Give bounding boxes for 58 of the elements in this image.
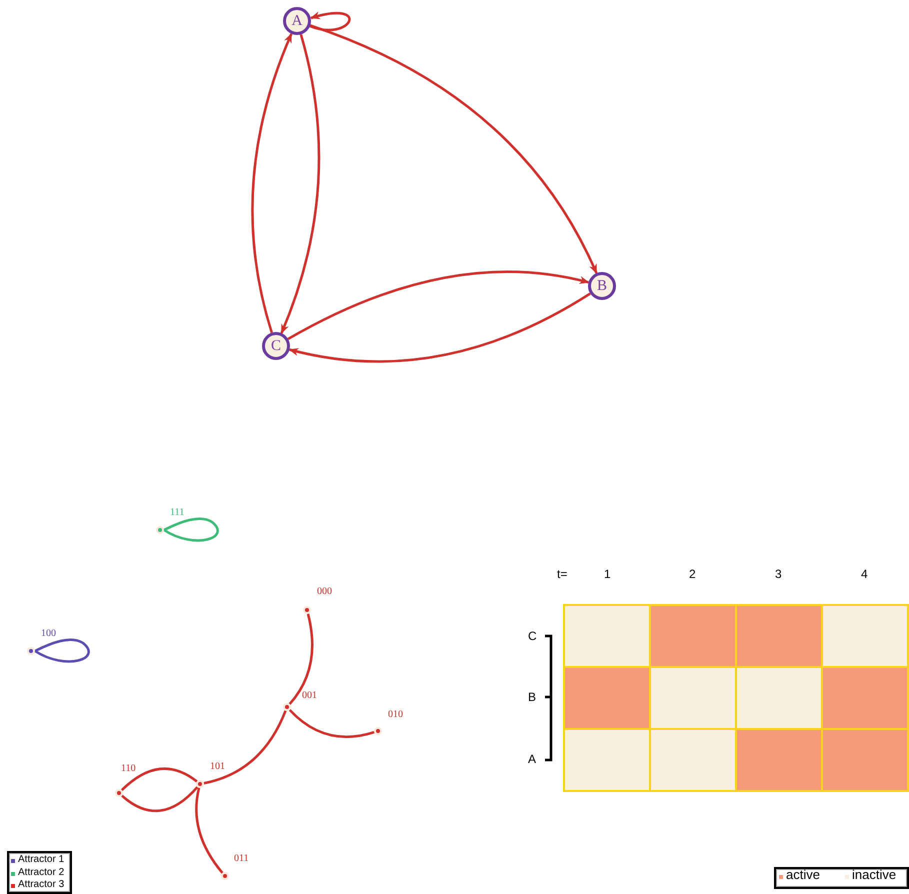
table-cell bbox=[821, 728, 909, 792]
table-cell bbox=[649, 728, 737, 792]
state-label: 001 bbox=[302, 690, 317, 701]
table-cell bbox=[563, 604, 651, 668]
arrow bbox=[288, 270, 590, 340]
connector-line bbox=[195, 788, 224, 874]
state-label: 000 bbox=[317, 586, 332, 597]
node-circle: A bbox=[283, 7, 311, 35]
table-cell bbox=[563, 728, 651, 792]
legend-label: active bbox=[786, 867, 820, 882]
table-cell bbox=[735, 666, 823, 730]
row-label: B bbox=[528, 690, 536, 704]
state-label: 101 bbox=[210, 761, 225, 772]
state-dot bbox=[27, 647, 35, 655]
state-dot bbox=[196, 780, 204, 788]
connector-line bbox=[288, 614, 314, 705]
table-cell bbox=[821, 604, 909, 668]
state-label: 111 bbox=[170, 507, 184, 518]
arrow bbox=[309, 12, 350, 32]
legend-label: Attractor 1 bbox=[18, 854, 64, 865]
state-label: 011 bbox=[234, 853, 249, 864]
arrow bbox=[288, 292, 591, 363]
node-circle: C bbox=[262, 332, 290, 360]
row-label: A bbox=[528, 752, 536, 766]
state-dot bbox=[303, 606, 311, 614]
table-cell bbox=[735, 604, 823, 668]
column-header: 1 bbox=[604, 567, 611, 581]
connector-line bbox=[120, 767, 198, 792]
legend-label: Attractor 3 bbox=[18, 879, 64, 890]
state-dot bbox=[115, 789, 123, 797]
connector-line bbox=[288, 709, 375, 738]
table-cell bbox=[649, 666, 737, 730]
legend-label: Attractor 2 bbox=[18, 866, 64, 878]
row-label: C bbox=[528, 629, 537, 643]
state-label: 100 bbox=[41, 628, 56, 639]
connector-line bbox=[121, 786, 198, 812]
connector-line bbox=[34, 638, 90, 663]
arrow bbox=[310, 24, 598, 274]
state-label: 010 bbox=[388, 709, 403, 720]
state-dot bbox=[374, 727, 382, 735]
arrow bbox=[251, 32, 293, 333]
legend-label: inactive bbox=[852, 867, 896, 882]
connector-line bbox=[204, 710, 287, 784]
table-cell bbox=[649, 604, 737, 668]
column-header: t= bbox=[557, 567, 568, 581]
state-dot bbox=[283, 703, 291, 711]
arrow bbox=[280, 34, 320, 334]
state-dot bbox=[156, 526, 164, 534]
table-cell bbox=[563, 666, 651, 730]
column-header: 2 bbox=[689, 567, 696, 581]
table-cell bbox=[735, 728, 823, 792]
node-circle: B bbox=[588, 272, 616, 300]
connector-line bbox=[163, 518, 219, 542]
column-header: 4 bbox=[861, 567, 868, 581]
table-cell bbox=[821, 666, 909, 730]
column-header: 3 bbox=[775, 567, 782, 581]
state-dot bbox=[221, 872, 229, 880]
state-label: 110 bbox=[121, 763, 136, 774]
